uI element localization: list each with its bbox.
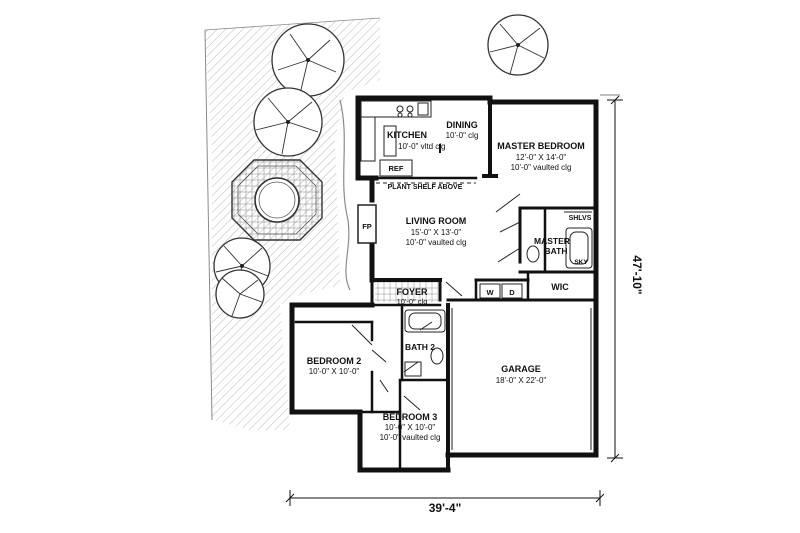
living-room-size: 15'-0" X 13'-0" — [411, 228, 462, 237]
house-walls — [289, 95, 599, 473]
dryer-label: D — [509, 288, 515, 297]
bedroom-3-detail: 10'-0" vaulted clg — [380, 433, 441, 442]
master-bedroom-detail: 10'-0" vaulted clg — [511, 163, 572, 172]
master-bedroom-size: 12'-0" X 14'-0" — [516, 153, 567, 162]
foyer-tile — [375, 282, 438, 302]
dimension-depth — [607, 95, 623, 463]
master-bath-label-1: MASTER — [534, 236, 570, 246]
tree-top — [271, 23, 345, 97]
garage-label: GARAGE — [501, 364, 541, 374]
door-swings — [351, 193, 521, 411]
master-bedroom-label: MASTER BEDROOM — [497, 141, 585, 151]
sky-label: SKY — [574, 259, 588, 266]
depth-dimension: 47'-10" — [630, 255, 644, 294]
landscape — [204, 14, 620, 430]
bedroom-2-label: BEDROOM 2 — [307, 356, 362, 366]
width-dimension: 39'-4" — [429, 501, 462, 515]
master-bath-label-2: BATH — [545, 246, 568, 256]
fixtures — [357, 100, 593, 377]
foyer-label: FOYER — [396, 287, 428, 297]
ref-label: REF — [389, 164, 404, 173]
bedroom-2-size: 10'-0" X 10'-0" — [309, 367, 360, 376]
dining-detail: 10'-0" clg — [446, 131, 479, 140]
room-labels: KITCHEN 10'-0" vltd clg DINING 10'-0" cl… — [307, 120, 592, 442]
bedroom-3-size: 10'-0" X 10'-0" — [385, 423, 436, 432]
kitchen-label: KITCHEN — [387, 130, 427, 140]
living-room-detail: 10'-0" vaulted clg — [406, 238, 467, 247]
dimension-width — [285, 490, 605, 506]
wic-label: WIC — [551, 282, 569, 292]
tree-lower — [215, 269, 265, 319]
living-room-label: LIVING ROOM — [406, 216, 467, 226]
tree-mid — [253, 87, 323, 157]
foyer-detail: 10'-0" clg — [397, 297, 428, 306]
dining-label: DINING — [446, 120, 478, 130]
hot-tub-deck — [231, 159, 323, 241]
bedroom-3-label: BEDROOM 3 — [383, 412, 438, 422]
fp-label: FP — [362, 222, 372, 231]
garage-size: 18'-0" X 22'-0" — [496, 376, 547, 385]
kitchen-detail: 10'-0" vltd clg — [398, 142, 446, 151]
shlvs-label: SHLVS — [569, 215, 592, 222]
washer-label: W — [486, 288, 494, 297]
plant-shelf-label: PLANT SHELF ABOVE — [388, 184, 463, 191]
bath-2-label: BATH 2 — [405, 342, 435, 352]
tree-top-right — [487, 14, 549, 76]
